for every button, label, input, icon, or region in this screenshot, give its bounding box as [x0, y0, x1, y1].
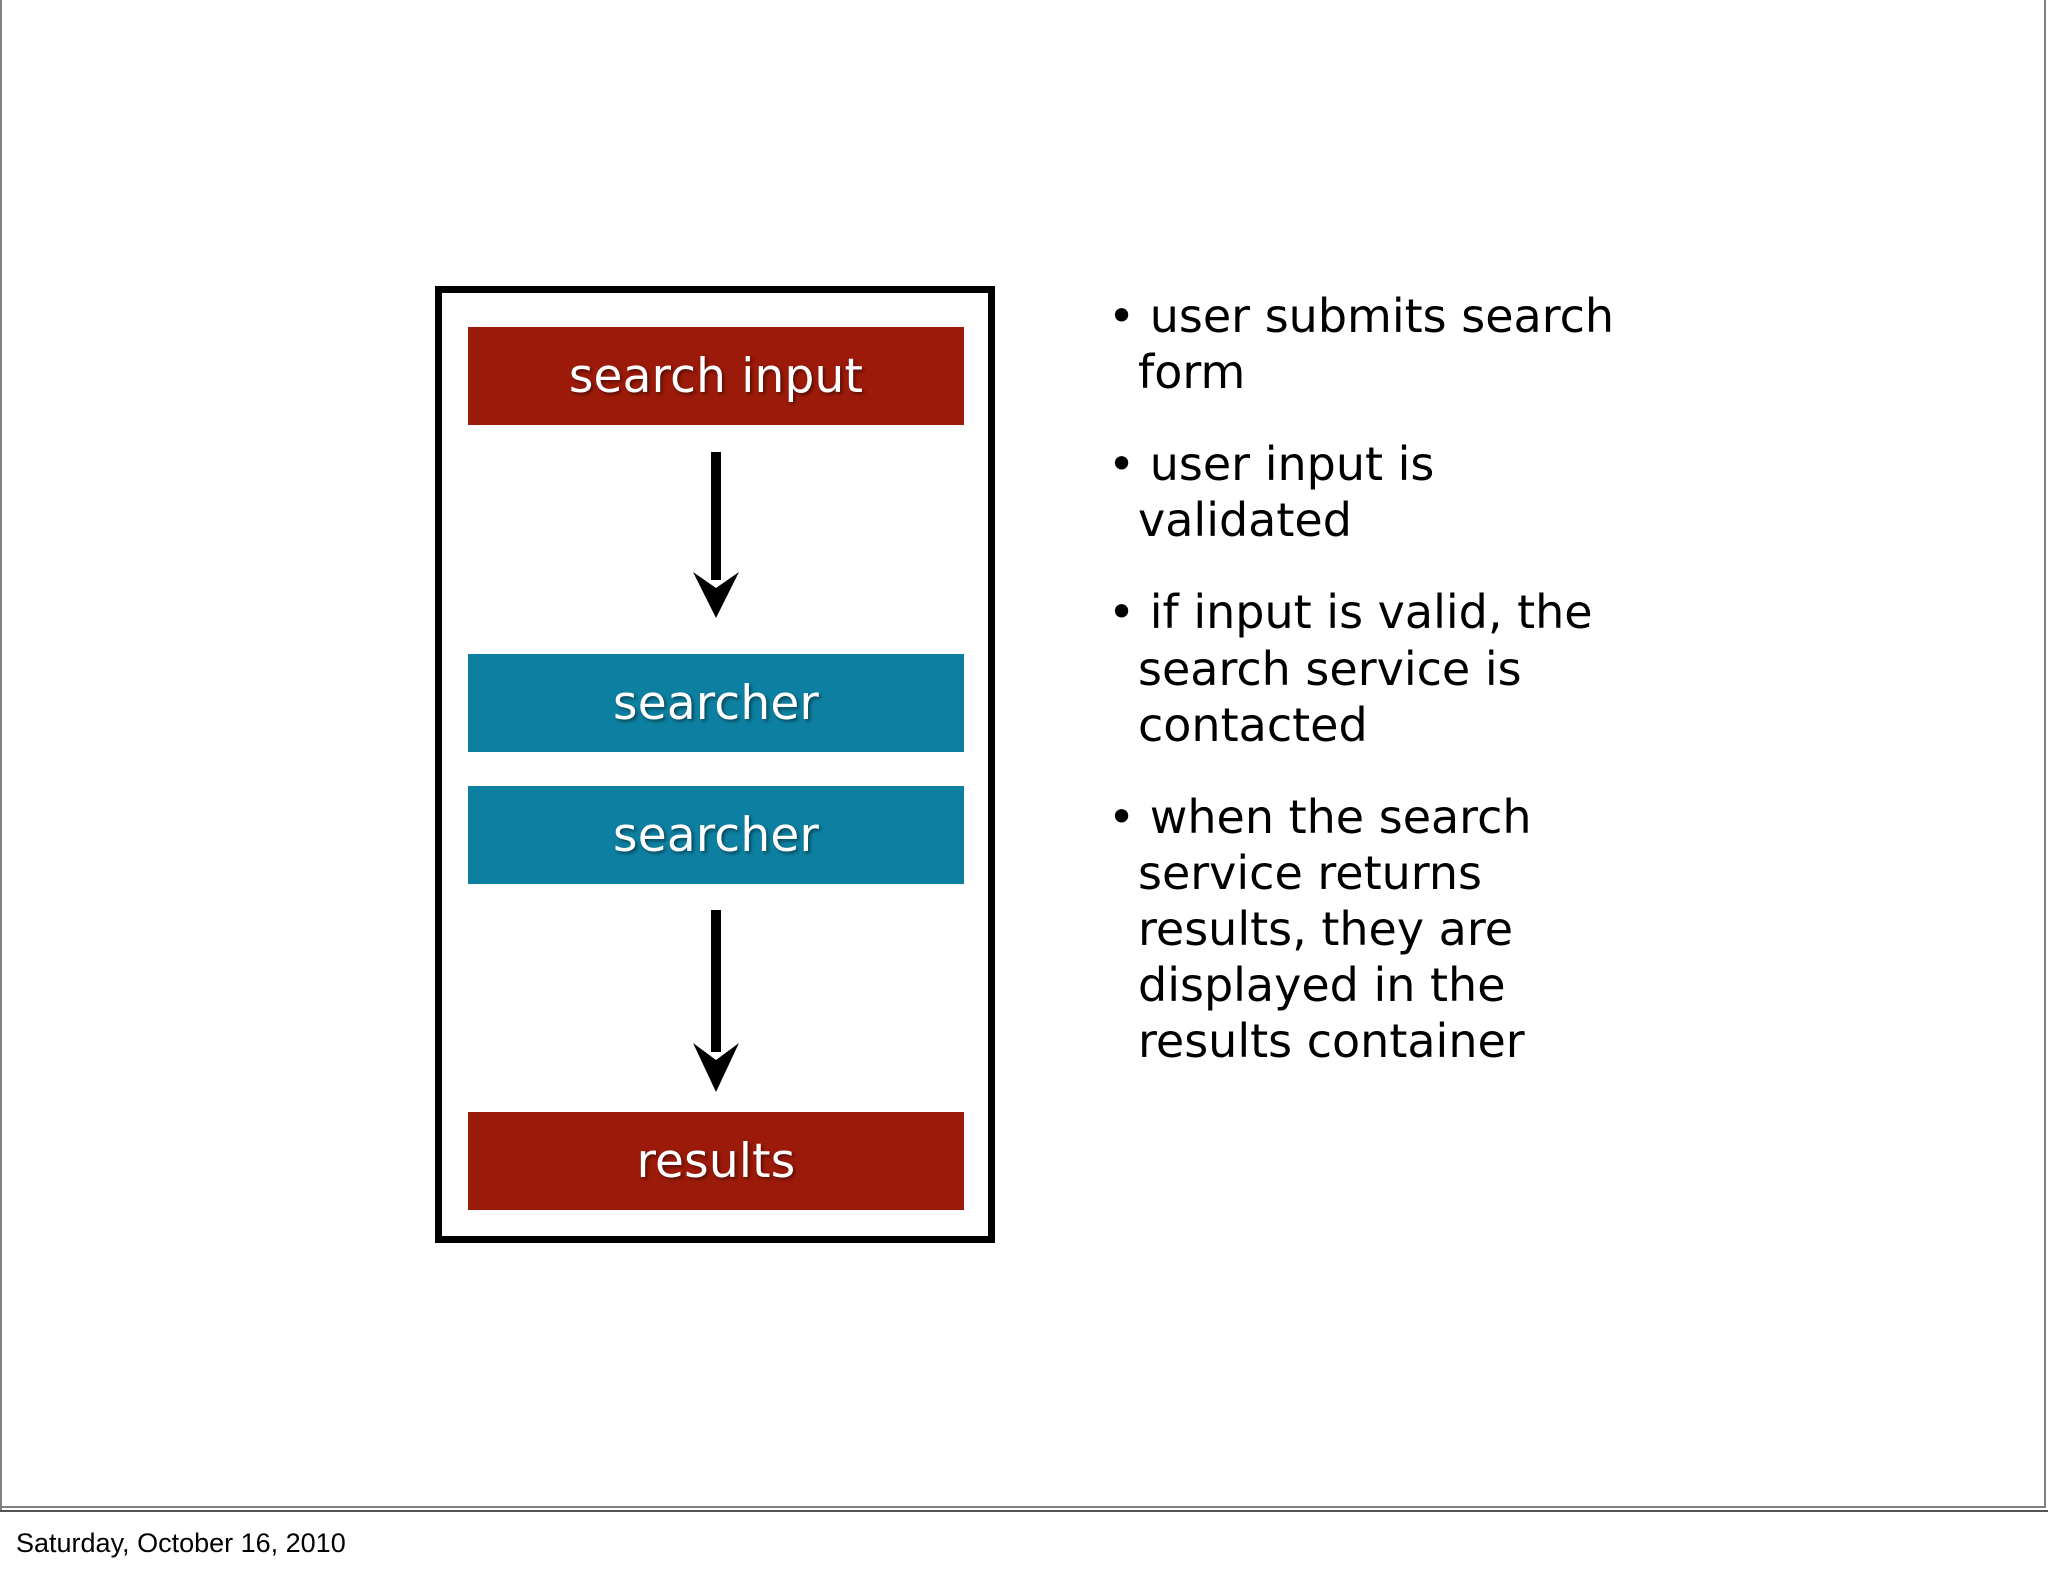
- notes-bullet-3: • if input is valid, the search service …: [1108, 585, 1593, 752]
- notes-bullet-1: • user submits search form: [1108, 289, 1615, 400]
- slide-border-left: [0, 0, 2, 1510]
- footer-divider: [0, 1510, 2048, 1512]
- diagram-node-results-label: results: [636, 1133, 796, 1189]
- slide-border: [0, 0, 2046, 1508]
- diagram-node-searcher-2[interactable]: searcher: [468, 786, 964, 884]
- diagram-node-searcher-2-label: searcher: [613, 807, 819, 863]
- notes-bullet-4: • when the search service returns result…: [1108, 789, 1532, 1069]
- arrow-down-icon-1: [688, 452, 744, 618]
- diagram-node-search-input[interactable]: search input: [468, 327, 964, 425]
- diagram-node-search-input-label: search input: [568, 348, 864, 404]
- diagram-node-results[interactable]: results: [468, 1112, 964, 1210]
- notes-bullet-2: • user input is validated: [1108, 437, 1435, 548]
- diagram-node-searcher-1-label: searcher: [613, 675, 819, 731]
- diagram-node-searcher-1[interactable]: searcher: [468, 654, 964, 752]
- arrow-down-icon-2: [688, 910, 744, 1092]
- notes-list: • user submits search form • user input …: [1108, 288, 1628, 1105]
- footer-date: Saturday, October 16, 2010: [16, 1528, 346, 1558]
- diagram-container-frame: [435, 286, 995, 1243]
